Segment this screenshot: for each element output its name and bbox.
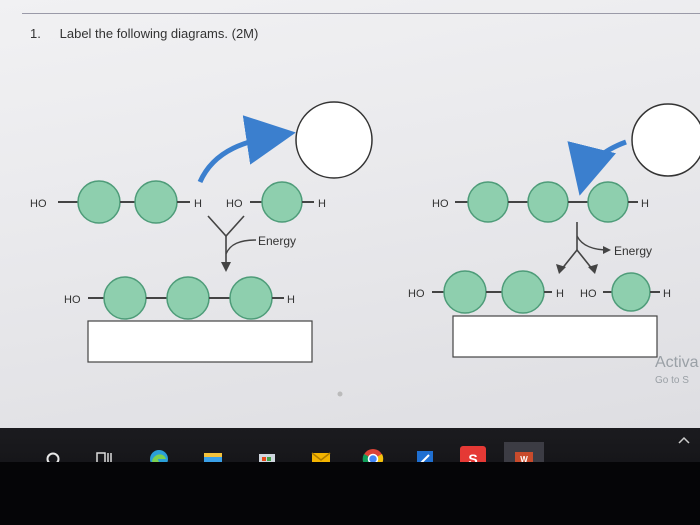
left-reaction-arrow-fork (207, 215, 245, 238)
top-rule (22, 13, 700, 14)
right-bottom-label-ho-1: HO (408, 288, 425, 300)
stray-dot (337, 391, 343, 397)
right-top-label-h: H (641, 198, 649, 210)
left-top-molecule-1 (77, 180, 121, 224)
right-blue-arrow (567, 139, 627, 196)
right-bottom-label-ho-2: HO (580, 288, 597, 300)
left-top-molecule-3 (261, 181, 303, 223)
right-bottom-label-h-1: H (556, 288, 564, 300)
left-energy-label: Energy (258, 234, 296, 248)
left-top-label-h-1: H (194, 198, 202, 210)
right-bottom-molecule-2 (501, 270, 545, 314)
right-diagram: HO H Energy HO (408, 103, 700, 358)
word-icon-label: W (520, 454, 528, 464)
right-bottom-molecule-3 (611, 272, 651, 312)
question-text: Label the following diagrams. (2M) (59, 26, 259, 41)
right-top-molecule-2 (527, 181, 569, 223)
left-product-blank-circle (295, 101, 373, 179)
app-red-label: S (468, 451, 478, 467)
right-bottom-label-h-2: H (663, 288, 671, 300)
left-blue-arrow (197, 115, 296, 184)
right-top-molecule-3 (587, 181, 629, 223)
watermark-line-2: Go to S (655, 375, 689, 386)
document-page: 1. Label the following diagrams. (2M) HO… (0, 0, 700, 428)
left-bottom-molecule-2 (166, 276, 210, 320)
left-top-molecule-2 (134, 180, 178, 224)
left-answer-box[interactable] (87, 320, 313, 363)
right-reaction-arrow-fork (560, 248, 594, 271)
left-bottom-label-ho: HO (64, 294, 81, 306)
left-bottom-label-h: H (287, 294, 295, 306)
right-top-molecule-1 (467, 181, 509, 223)
left-reaction-arrowhead (221, 262, 231, 272)
left-diagram: HO H HO H Energy HO (30, 101, 373, 363)
right-answer-box[interactable] (452, 315, 658, 358)
left-bottom-molecule-1 (103, 276, 147, 320)
question-line: 1. Label the following diagrams. (2M) (30, 26, 258, 41)
chevron-up-icon[interactable] (676, 432, 692, 448)
question-number: 1. (30, 26, 41, 41)
watermark-line-1: Activa (655, 354, 699, 371)
left-bottom-molecule-3 (229, 276, 273, 320)
right-reactant-blank-circle (631, 103, 700, 177)
left-energy-branch (225, 239, 257, 255)
diagram-area: HO H HO H Energy HO (30, 101, 700, 397)
activate-windows-watermark: Activa Go to S (655, 354, 699, 386)
monitor-bezel (0, 462, 700, 525)
left-top-label-h-2: H (318, 198, 326, 210)
left-top-label-ho-1: HO (30, 198, 47, 210)
left-top-label-ho-2: HO (226, 198, 243, 210)
right-energy-label: Energy (614, 244, 652, 258)
right-bottom-molecule-1 (443, 270, 487, 314)
right-top-label-ho: HO (432, 198, 449, 210)
